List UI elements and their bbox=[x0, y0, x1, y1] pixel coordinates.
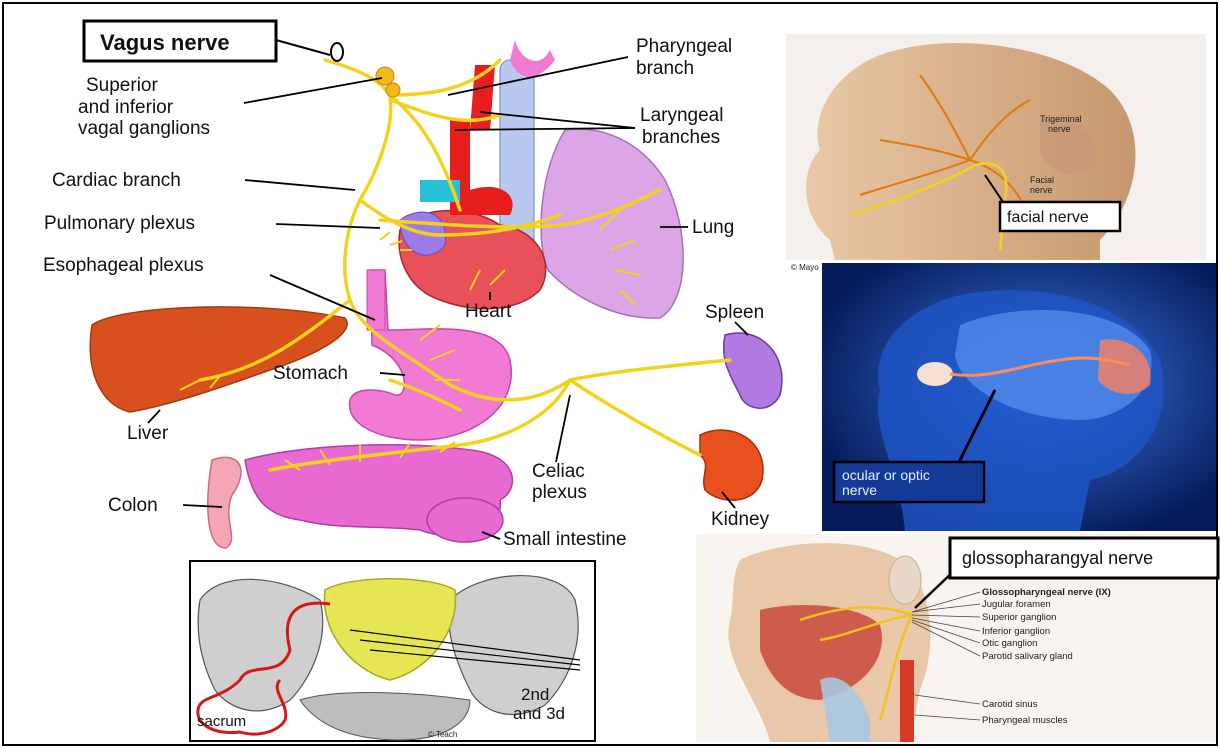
label-stomach: Stomach bbox=[273, 363, 348, 384]
small-trigeminal-2: nerve bbox=[1048, 124, 1071, 134]
glosso-item-8: Pharyngeal muscles bbox=[982, 715, 1068, 726]
glosso-item-5: Otic ganglion bbox=[982, 638, 1037, 649]
glosso-item-7: Carotid sinus bbox=[982, 699, 1038, 710]
credit-mayo: © Mayo bbox=[791, 263, 819, 272]
label-esophageal: Esophageal plexus bbox=[43, 255, 204, 276]
glosso-item-1: Glossopharyngeal nerve (IX) bbox=[982, 587, 1111, 598]
eyeball bbox=[917, 362, 953, 386]
optic-label-2: nerve bbox=[842, 482, 877, 498]
label-pulmonary: Pulmonary plexus bbox=[44, 213, 195, 234]
colon-organ bbox=[208, 457, 241, 548]
carotid-vessel bbox=[900, 660, 914, 742]
label-small-intestine: Small intestine bbox=[503, 529, 627, 550]
pelvis-credit: © Teach bbox=[428, 730, 457, 739]
label-kidney: Kidney bbox=[711, 509, 770, 530]
superior-ganglion bbox=[376, 67, 394, 85]
small-trigeminal-1: Trigeminal bbox=[1040, 114, 1082, 124]
liver-organ bbox=[90, 307, 347, 412]
label-ganglions-1: Superior bbox=[86, 75, 158, 96]
inferior-ganglion bbox=[386, 83, 400, 97]
facial-nerve-panel: Trigeminal nerve Facial nerve © Mayo fac… bbox=[786, 34, 1206, 272]
nerve-cut-symbol bbox=[331, 43, 343, 61]
label-spleen: Spleen bbox=[705, 302, 764, 323]
optic-label-1: ocular or optic bbox=[842, 467, 930, 483]
label-laryngeal-1: Laryngeal bbox=[640, 105, 723, 126]
glosso-item-4: Inferior ganglion bbox=[982, 626, 1050, 637]
pelvis-panel: sacrum 2nd and 3d © Teach bbox=[190, 561, 595, 741]
small-facial-2: nerve bbox=[1030, 185, 1053, 195]
vagus-title: Vagus nerve bbox=[100, 30, 230, 55]
label-pharyngeal-1: Pharyngeal bbox=[636, 36, 732, 57]
label-lung: Lung bbox=[692, 217, 734, 238]
optic-nerve-panel: ocular or optic nerve bbox=[822, 263, 1216, 531]
kidney-organ bbox=[700, 430, 763, 500]
label-pharyngeal-2: branch bbox=[636, 58, 694, 79]
glosso-item-2: Jugular foramen bbox=[982, 599, 1051, 610]
label-laryngeal-2: branches bbox=[642, 127, 720, 148]
ear-glosso bbox=[889, 556, 921, 604]
facial-label: facial nerve bbox=[1007, 209, 1089, 226]
vertebra-label-2: and 3d bbox=[513, 704, 565, 723]
glossopharyngeal-panel: Glossopharyngeal nerve (IX) Jugular fora… bbox=[696, 534, 1218, 742]
label-celiac-1: Celiac bbox=[532, 461, 585, 482]
label-ganglions-2: and inferior bbox=[78, 97, 174, 118]
label-celiac-2: plexus bbox=[532, 482, 587, 503]
label-liver: Liver bbox=[127, 423, 169, 444]
glosso-item-3: Superior ganglion bbox=[982, 612, 1056, 623]
label-colon: Colon bbox=[108, 495, 158, 516]
label-cardiac: Cardiac branch bbox=[52, 170, 181, 191]
esophagus bbox=[367, 270, 385, 330]
leader-title bbox=[276, 40, 330, 55]
glosso-item-6: Parotid salivary gland bbox=[982, 651, 1073, 662]
spleen-organ bbox=[724, 333, 782, 408]
vagus-diagram: Vagus nerve Superior and inferior vagal … bbox=[43, 21, 782, 550]
glosso-label: glossopharangyal nerve bbox=[962, 548, 1153, 568]
vertebra-label-1: 2nd bbox=[521, 685, 549, 704]
sacrum-label: sacrum bbox=[197, 713, 246, 730]
label-ganglions-3: vagal ganglions bbox=[78, 118, 210, 139]
small-facial-1: Facial bbox=[1030, 175, 1054, 185]
label-heart: Heart bbox=[465, 301, 512, 322]
